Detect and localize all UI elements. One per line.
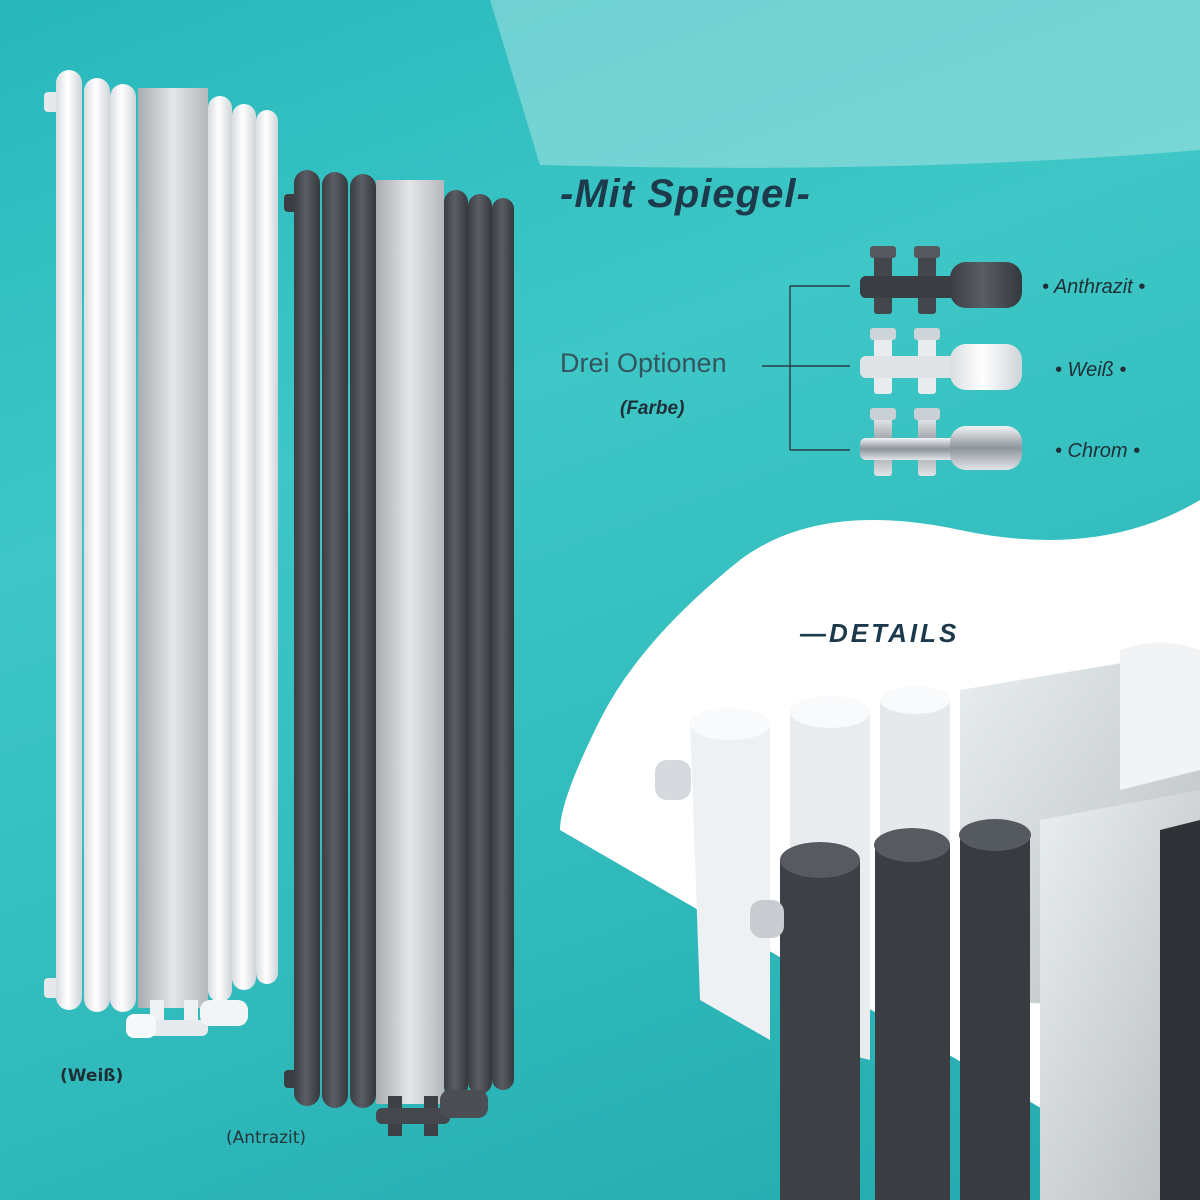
caption-white: (Weiß) (60, 1066, 124, 1086)
valve-weiss (860, 328, 1022, 394)
option-chrom-label: • Chrom • (1055, 440, 1141, 462)
option-weiss-label: • Weiß • (1055, 359, 1127, 381)
options-sublabel: (Farbe) (620, 398, 685, 419)
anthracite-radiator (284, 170, 514, 1136)
option-anthrazit-label: • Anthrazit • (1042, 276, 1146, 298)
options-bracket (762, 285, 850, 451)
white-radiator (44, 70, 278, 1038)
caption-anthracite: (Antrazit) (226, 1128, 307, 1148)
detail-closeup (655, 642, 1200, 1200)
white-radiator-mirror (138, 88, 208, 1008)
valve-chrom (860, 408, 1022, 476)
heading-mit-spiegel: -Mit Spiegel- (560, 172, 811, 216)
options-label: Drei Optionen (560, 348, 727, 378)
background-highlight (490, 0, 1200, 168)
valve-anthrazit (860, 246, 1022, 314)
anthracite-radiator-mirror (376, 180, 444, 1104)
details-heading: —DETAILS (800, 618, 960, 648)
